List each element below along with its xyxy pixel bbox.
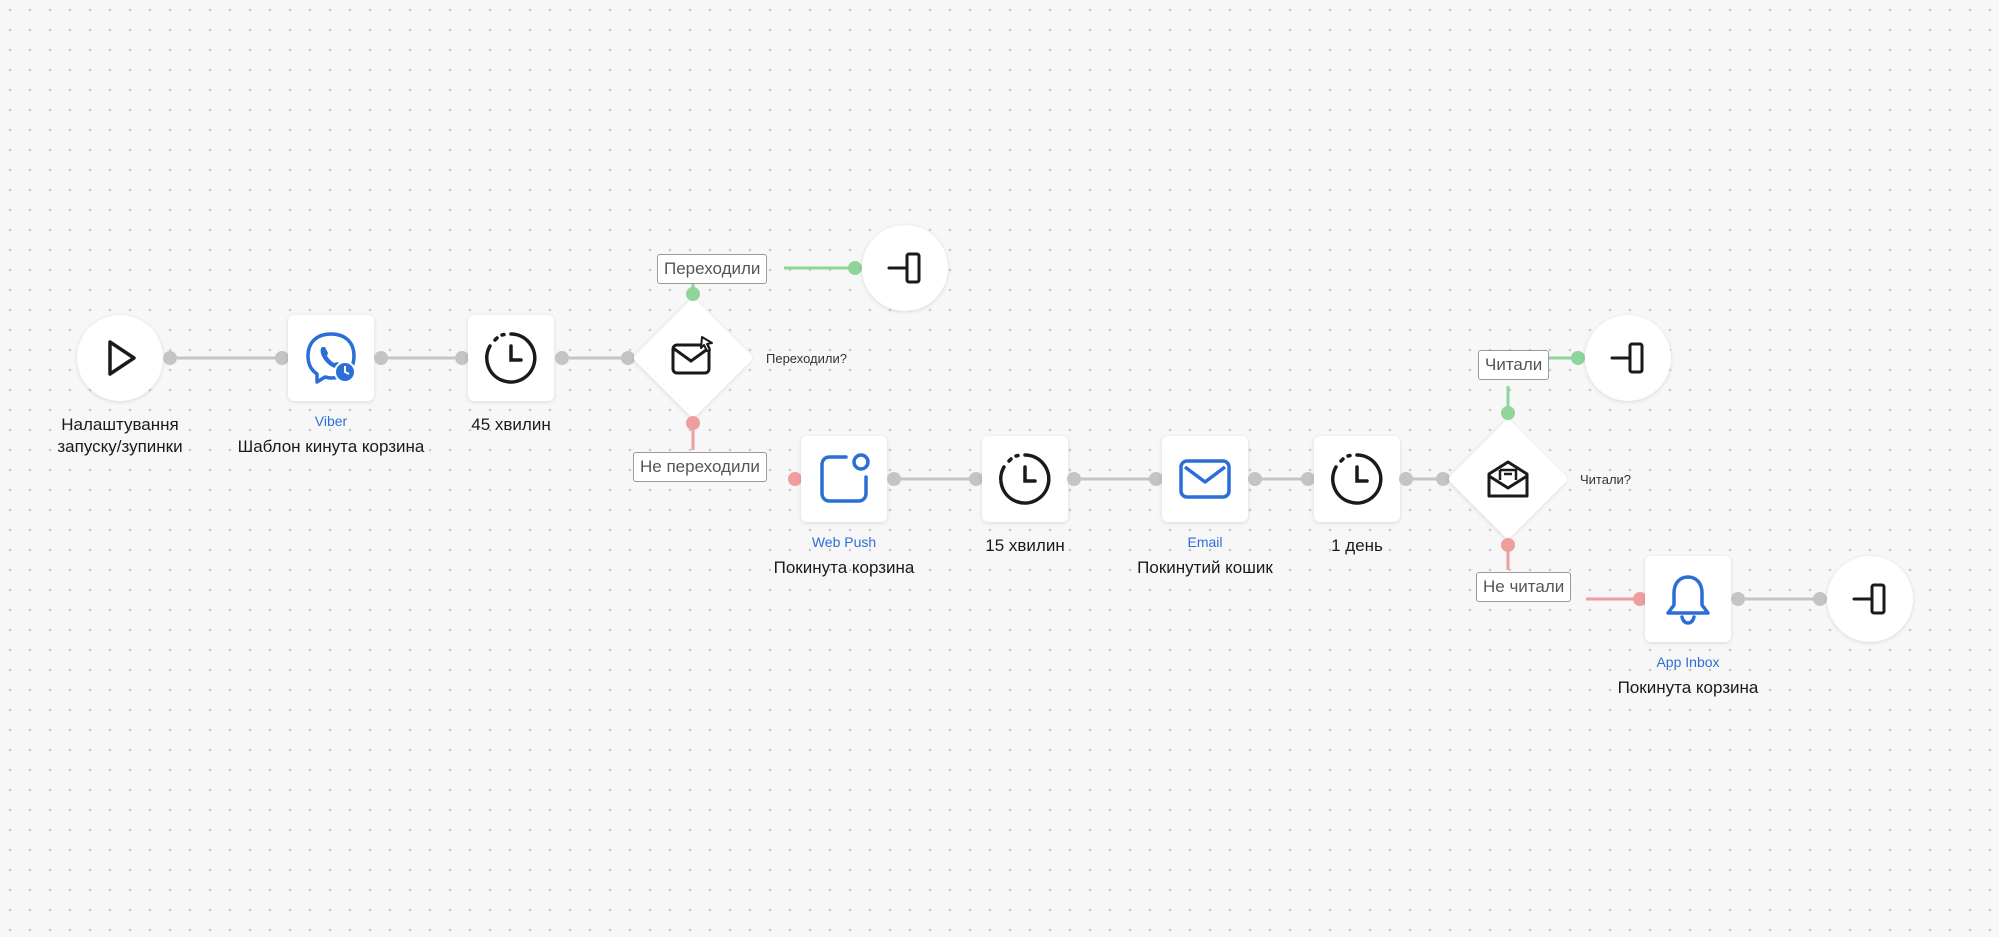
webpush-channel-label: Web Push	[811, 534, 877, 550]
email-icon	[1179, 459, 1231, 499]
exit-node-2[interactable]	[1585, 315, 1671, 401]
delay-1-node[interactable]	[468, 315, 554, 401]
clock-icon	[1331, 453, 1383, 505]
viber-input-port[interactable]	[275, 351, 289, 365]
delay-3-output-port[interactable]	[1399, 472, 1413, 486]
app-inbox-step-node[interactable]	[1645, 556, 1731, 642]
condition-1-yes-port[interactable]	[686, 287, 700, 301]
viber-step-node[interactable]	[288, 315, 374, 401]
condition-2-no-port[interactable]	[1501, 538, 1515, 552]
exit-icon	[887, 252, 921, 284]
app-inbox-step-title: Покинута корзина	[1617, 678, 1759, 697]
start-node-label-line2: запуску/зупинки	[57, 437, 183, 456]
viber-output-port[interactable]	[374, 351, 388, 365]
web-push-icon	[820, 453, 870, 503]
delay-1-label: 45 хвилин	[471, 415, 551, 434]
delay-2-node[interactable]	[982, 436, 1068, 522]
viber-channel-label: Viber	[314, 413, 348, 429]
delay-1-input-port[interactable]	[455, 351, 469, 365]
start-output-port[interactable]	[163, 351, 177, 365]
webpush-output-port[interactable]	[887, 472, 901, 486]
email-input-port[interactable]	[1149, 472, 1163, 486]
delay-2-output-port[interactable]	[1067, 472, 1081, 486]
clock-icon	[999, 453, 1051, 505]
app-inbox-output-port[interactable]	[1731, 592, 1745, 606]
bell-icon	[1666, 575, 1710, 625]
delay-3-label: 1 день	[1331, 536, 1383, 555]
exit-3-input-port[interactable]	[1813, 592, 1827, 606]
delay-1-output-port[interactable]	[555, 351, 569, 365]
email-output-port[interactable]	[1248, 472, 1262, 486]
start-node[interactable]	[77, 315, 163, 401]
email-step-node[interactable]	[1162, 436, 1248, 522]
exit-node-1[interactable]	[862, 225, 948, 311]
start-node-label-line1: Налаштування	[61, 415, 179, 434]
condition-2-yes-port[interactable]	[1501, 406, 1515, 420]
webpush-step-title: Покинута корзина	[773, 558, 915, 577]
envelope-open-icon	[1487, 460, 1529, 498]
email-channel-label: Email	[1187, 534, 1223, 550]
condition-1-no-port[interactable]	[686, 416, 700, 430]
viber-icon	[306, 332, 356, 384]
condition-1-input-port[interactable]	[621, 351, 635, 365]
condition-2-input-port[interactable]	[1436, 472, 1450, 486]
viber-step-title: Шаблон кинута корзина	[237, 437, 425, 456]
condition-2-question: Читали?	[1580, 472, 1632, 487]
condition-1-yes-branch[interactable]: Переходили	[657, 254, 768, 284]
exit-icon	[1610, 342, 1644, 374]
envelope-click-icon	[671, 336, 713, 375]
email-step-title: Покинутий кошик	[1137, 558, 1273, 577]
condition-1-question: Переходили?	[766, 351, 847, 366]
webpush-step-node[interactable]	[801, 436, 887, 522]
condition-2-yes-branch[interactable]: Читали	[1478, 350, 1550, 380]
delay-2-input-port[interactable]	[969, 472, 983, 486]
delay-3-input-port[interactable]	[1301, 472, 1315, 486]
delay-3-node[interactable]	[1314, 436, 1400, 522]
webpush-input-port[interactable]	[788, 472, 802, 486]
condition-1-no-branch[interactable]: Не переходили	[633, 452, 767, 482]
delay-2-label: 15 хвилин	[985, 536, 1065, 555]
exit-2-input-port[interactable]	[1571, 351, 1585, 365]
clock-icon	[485, 332, 537, 384]
app-inbox-channel-label: App Inbox	[1656, 654, 1720, 670]
exit-1-input-port[interactable]	[848, 261, 862, 275]
play-icon	[108, 340, 136, 376]
condition-2-no-branch[interactable]: Не читали	[1476, 572, 1572, 602]
exit-icon	[1852, 583, 1886, 615]
condition-1-node[interactable]	[632, 297, 754, 419]
app-inbox-input-port[interactable]	[1633, 592, 1647, 606]
condition-2-node[interactable]	[1447, 418, 1569, 540]
exit-node-3[interactable]	[1827, 556, 1913, 642]
